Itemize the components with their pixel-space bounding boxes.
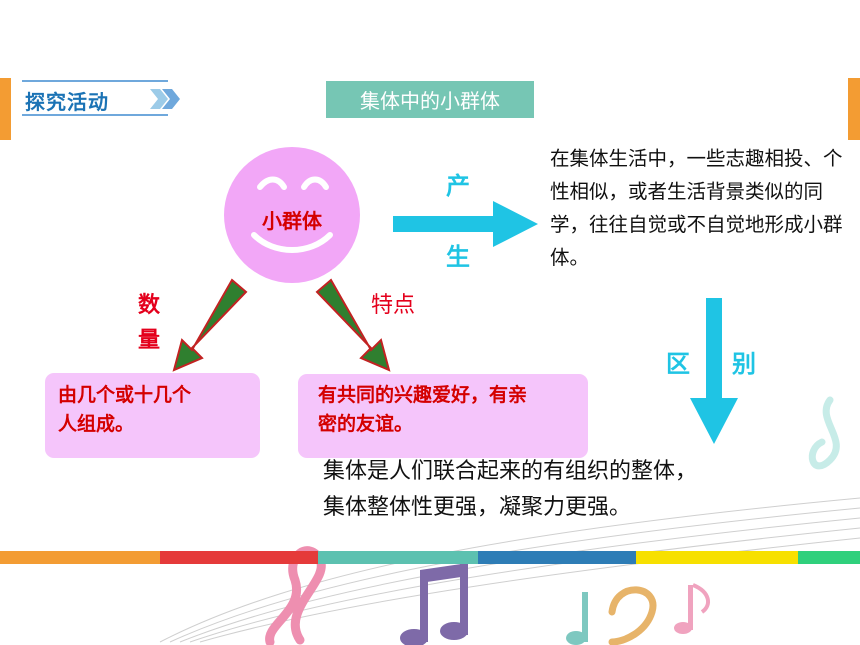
left-accent-bar xyxy=(0,78,11,140)
feature-box xyxy=(298,374,588,458)
quantity-box-line2: 人组成。 xyxy=(58,413,135,435)
collective-description: 集体是人们联合起来的有组织的整体， 集体整体性更强，凝聚力更强。 xyxy=(323,454,858,526)
stripe-segment xyxy=(160,551,318,564)
difference-label-right: 别 xyxy=(732,350,756,378)
color-stripe xyxy=(0,551,860,564)
produce-label-top: 产 xyxy=(446,172,470,200)
stripe-segment xyxy=(318,551,478,564)
feature-box-line2: 密的友谊。 xyxy=(318,413,414,435)
pink-note-icon xyxy=(674,583,711,634)
stripe-segment xyxy=(478,551,636,564)
difference-arrow-icon xyxy=(690,298,738,444)
produce-label-bottom: 生 xyxy=(446,243,470,271)
pink-treble-clef-icon xyxy=(265,546,326,645)
feature-label: 特点 xyxy=(371,293,416,318)
quantity-arrow-icon xyxy=(172,278,248,372)
purple-note-icon xyxy=(400,563,468,645)
gold-bass-clef-icon xyxy=(608,586,657,645)
collective-line1: 集体是人们联合起来的有组织的整体， xyxy=(323,459,698,484)
collective-line2: 集体整体性更强，凝聚力更强。 xyxy=(323,495,632,520)
quantity-box-line1: 由几个或十几个 xyxy=(58,384,192,406)
difference-label-left: 区 xyxy=(666,350,690,378)
small-group-circle xyxy=(224,147,360,283)
stripe-segment xyxy=(798,551,860,564)
right-accent-bar xyxy=(848,78,860,140)
section-label: 探究活动 xyxy=(25,90,109,114)
quantity-label-top: 数 xyxy=(138,293,161,318)
feature-arrow-icon xyxy=(315,278,391,372)
quantity-box xyxy=(45,373,260,458)
produce-arrow-icon xyxy=(393,201,538,247)
quantity-label-bottom: 量 xyxy=(138,328,161,353)
circle-label: 小群体 xyxy=(262,209,322,233)
stripe-segment xyxy=(636,551,798,564)
teal-note-icon xyxy=(566,592,588,645)
light-clef-icon xyxy=(808,396,840,470)
double-chevron-icon xyxy=(150,89,180,109)
smiley-face-icon xyxy=(251,176,333,253)
stripe-segment xyxy=(0,551,160,564)
formation-description: 在集体生活中，一些志趣相投、个性相似，或者生活背景类似的同学，往往自觉或不自觉地… xyxy=(550,147,843,269)
topic-title: 集体中的小群体 xyxy=(326,81,534,118)
feature-box-line1: 有共同的兴趣爱好，有亲 xyxy=(318,384,528,406)
section-header-frame xyxy=(22,80,168,116)
